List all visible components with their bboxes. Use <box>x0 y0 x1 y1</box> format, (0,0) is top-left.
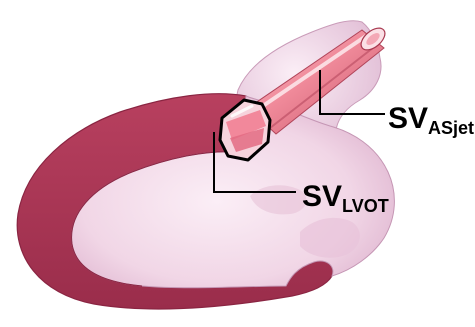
as-jet-label-subscript: ASjet <box>428 118 474 138</box>
lvot-label-subscript: LVOT <box>342 196 389 216</box>
as-jet-label: SVASjet <box>388 102 474 138</box>
